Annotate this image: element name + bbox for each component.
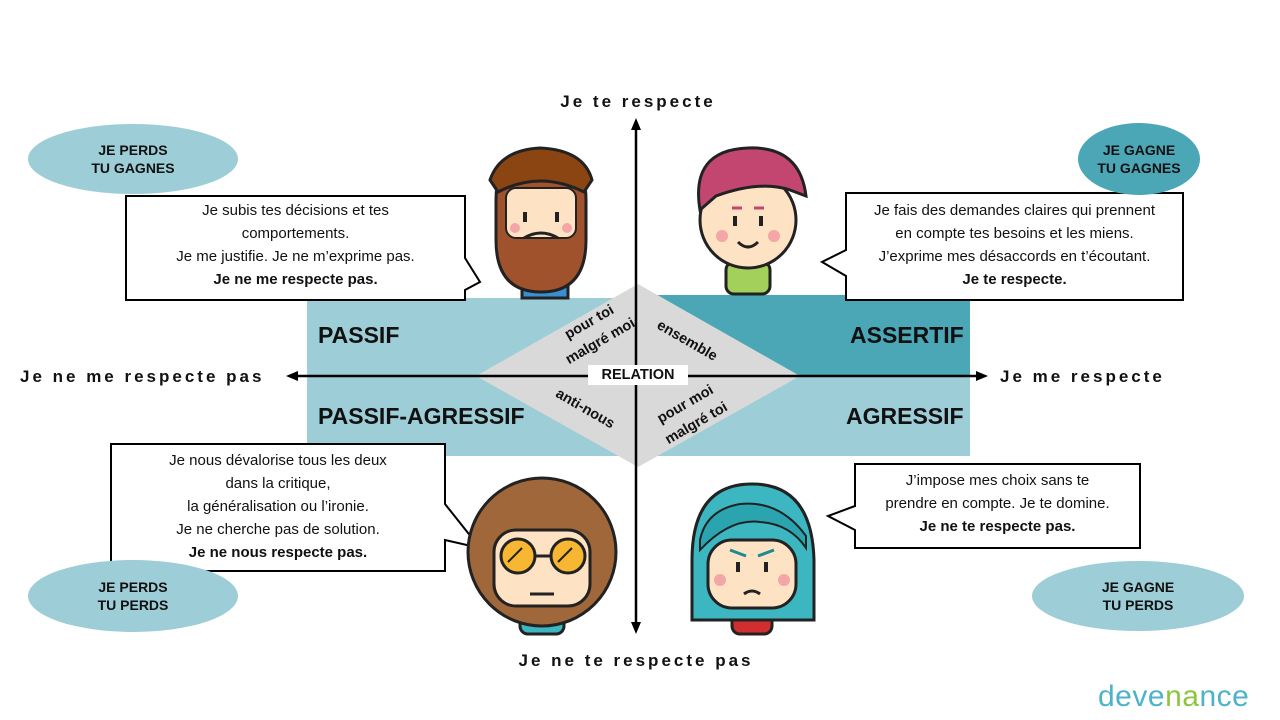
axis-label-right: Je me respecte <box>1000 367 1165 386</box>
bearded-man-icon <box>488 146 594 300</box>
arrow-left-icon <box>286 371 298 381</box>
bubble-passif-text: Je subis tes décisions et tes comporteme… <box>128 199 463 291</box>
bubble-passif-agressif-text: Je nous dévalorise tous les deux dans la… <box>113 449 443 564</box>
bubble-line-bold: Je te respecte. <box>962 271 1067 288</box>
bubble-agressif-text: J’impose mes choix sans te prendre en co… <box>857 469 1138 538</box>
arrow-right-icon <box>976 371 988 381</box>
bubble-line: J’exprime mes désaccords en t’écoutant. <box>878 248 1151 265</box>
outcome-ellipse-perds-perds: JE PERDS TU PERDS <box>28 560 238 632</box>
outcome-line-2: TU PERDS <box>1102 597 1174 613</box>
outcome-line-1: JE PERDS <box>98 142 168 158</box>
axis-label-top: Je te respecte <box>560 92 716 111</box>
quadrant-label-passif-agressif: PASSIF-AGRESSIF <box>318 403 525 429</box>
bubble-line: en compte tes besoins et les miens. <box>895 225 1134 242</box>
bubble-line: comportements. <box>241 225 350 242</box>
bubble-line: prendre en compte. Je te domine. <box>885 495 1110 512</box>
bubble-line: Je subis tes décisions et tes <box>202 202 389 219</box>
logo-part-3: nce <box>1199 680 1250 713</box>
axis-label-left: Je ne me respecte pas <box>20 367 265 386</box>
arrow-down-icon <box>631 622 641 634</box>
bubble-line-bold: Je ne nous respecte pas. <box>188 544 368 561</box>
bubble-line: la généralisation ou l’ironie. <box>187 498 369 515</box>
outcome-line-2: TU PERDS <box>97 597 169 613</box>
logo-part-2: na <box>1165 680 1200 713</box>
quadrant-label-agressif: AGRESSIF <box>846 403 964 429</box>
axis-label-bottom: Je ne te respecte pas <box>518 651 754 670</box>
quadrant-label-passif: PASSIF <box>318 322 400 348</box>
devenance-logo: devenance <box>1098 680 1249 714</box>
bubble-line: Je nous dévalorise tous les deux <box>169 452 387 469</box>
outcome-ellipse-gagne-perds: JE GAGNE TU PERDS <box>1032 561 1244 631</box>
outcome-line-2: TU GAGNES <box>1097 160 1181 176</box>
bubble-assertif-text: Je fais des demandes claires qui prennen… <box>848 199 1181 291</box>
bubble-line: J’impose mes choix sans te <box>905 472 1090 489</box>
outcome-line-2: TU GAGNES <box>91 160 175 176</box>
logo-part-1: deve <box>1098 680 1166 713</box>
outcome-ellipse-gagne-gagnes: JE GAGNE TU GAGNES <box>1078 123 1200 195</box>
bubble-line: Je ne cherche pas de solution. <box>176 521 380 538</box>
outcome-line-1: JE PERDS <box>98 579 168 595</box>
bubble-line-bold: Je ne te respecte pas. <box>919 518 1076 535</box>
teal-hair-angry-person-icon <box>690 482 816 636</box>
bubble-line: Je me justifie. Je ne m’exprime pas. <box>176 248 415 265</box>
bubble-agressif-shape <box>825 463 1141 549</box>
bubble-passif-shape <box>125 195 482 301</box>
bubble-line: Je fais des demandes claires qui prennen… <box>873 202 1155 219</box>
pink-hair-person-icon <box>697 146 808 296</box>
relation-center-label: RELATION <box>588 365 688 385</box>
outcome-ellipse-perds-gagnes: JE PERDS TU GAGNES <box>28 124 238 194</box>
curly-hair-glasses-icon <box>466 476 618 636</box>
quadrant-label-assertif: ASSERTIF <box>850 322 964 348</box>
outcome-line-1: JE GAGNE <box>1102 142 1176 158</box>
arrow-up-icon <box>631 118 641 130</box>
bubble-assertif-shape <box>819 192 1184 301</box>
bubble-line: dans la critique, <box>225 475 331 492</box>
bubble-line-bold: Je ne me respecte pas. <box>213 271 378 288</box>
outcome-line-1: JE GAGNE <box>1101 579 1175 595</box>
